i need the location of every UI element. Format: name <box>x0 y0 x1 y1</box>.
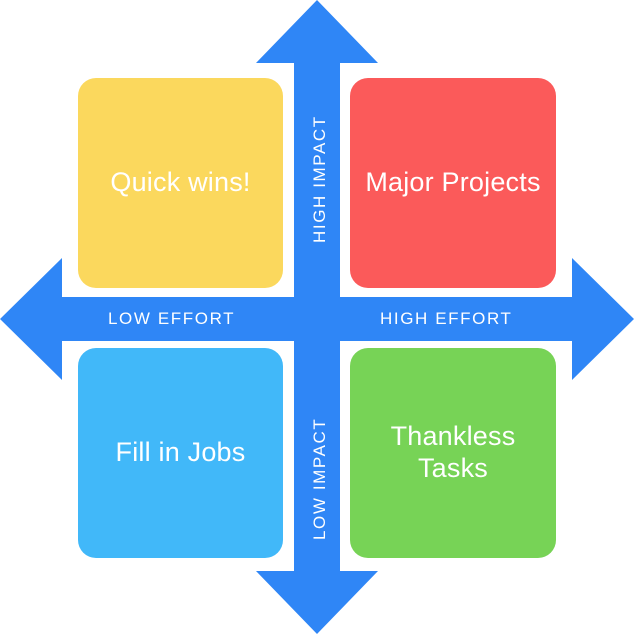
quadrant-label-fill-in-jobs: Fill in Jobs <box>115 437 246 468</box>
quadrant-label-thankless-tasks: Thankless Tasks <box>390 421 516 483</box>
quadrant-thankless-tasks[interactable]: Thankless Tasks <box>350 348 556 558</box>
arrow-center-fill <box>294 297 340 341</box>
quadrant-fill-in-jobs[interactable]: Fill in Jobs <box>78 348 283 558</box>
quadrant-major-projects[interactable]: Major Projects <box>350 78 556 288</box>
quadrant-label-major-projects: Major Projects <box>365 167 541 198</box>
quadrant-label-quick-wins: Quick wins! <box>110 167 251 198</box>
axis-label-low-effort: LOW EFFORT <box>108 309 236 328</box>
axis-label-high-effort: HIGH EFFORT <box>380 309 513 328</box>
axis-label-high-impact: HIGH IMPACT <box>310 115 329 243</box>
quadrant-quick-wins[interactable]: Quick wins! <box>78 78 283 288</box>
axis-label-low-impact: LOW IMPACT <box>310 417 329 540</box>
